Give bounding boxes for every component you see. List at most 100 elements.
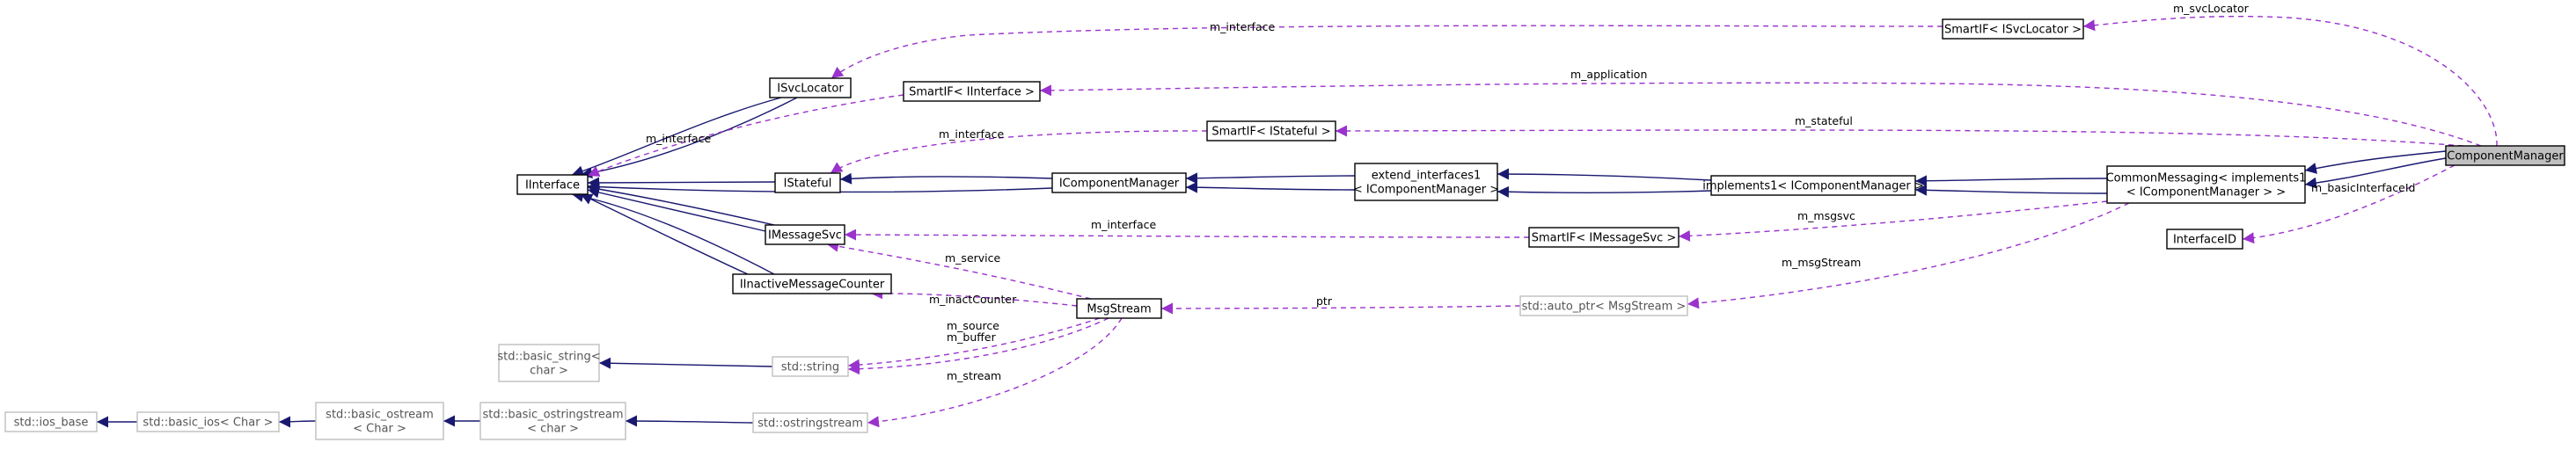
edge-label-interface-sl: m_interface [1210,20,1275,33]
class-node-implements1[interactable]: implements1< IComponentManager > [1702,175,1924,196]
class-name-basic-string-line-1: char > [530,365,568,378]
class-node-imessagesvc[interactable]: IMessageSvc [765,224,845,245]
class-name-basic-ostringstream-line-0: std::basic_ostringstream [483,409,624,422]
class-name-iinactivemessagecounter-line-0: IInactiveMessageCounter [740,279,885,292]
class-box-smartif-imessagesvc [1528,227,1680,248]
edge-label-service: m_service [945,251,1001,265]
use-smartif-istateful-istateful-edge [830,130,1208,174]
class-node-smartif-isvclocator[interactable]: SmartIF< ISvcLocator > [1942,18,2084,40]
class-node-smartif-iinterface[interactable]: SmartIF< IInterface > [903,81,1041,102]
class-node-std-string[interactable]: std::string [772,356,849,377]
class-name-extend-interfaces1-line-1: < IComponentManager > [1353,184,1499,197]
edge-label-interface-st: m_interface [939,127,1004,141]
class-node-commonmessaging[interactable]: CommonMessaging< implements1< IComponent… [2106,165,2307,204]
use-componentmanager-smartif-iinterface-edge [1039,82,2482,147]
class-box-basic-ostream [315,402,444,440]
class-node-componentmanager[interactable]: ComponentManager [2445,145,2565,166]
edge-label-svcLocator: m_svcLocator [2173,2,2250,15]
class-node-auto-ptr[interactable]: std::auto_ptr< MsgStream > [1519,295,1688,316]
inherit-std-string-basic-string-edge [598,357,773,369]
class-name-smartif-imessagesvc-line-0: SmartIF< IMessageSvc > [1532,232,1677,245]
class-node-ios-base[interactable]: std::ios_base [4,411,98,432]
class-node-interfaceid[interactable]: InterfaceID [2166,229,2243,250]
class-box-extend-interfaces1 [1354,163,1498,201]
class-box-ostringstream [752,412,868,433]
class-box-interfaceid [2166,229,2243,250]
use-msgstream-imessagesvc-edge [826,240,1092,300]
class-name-smartif-isvclocator-line-0: SmartIF< ISvcLocator > [1944,24,2082,37]
edge-label-interface-ii: m_interface [646,132,711,145]
class-node-smartif-istateful[interactable]: SmartIF< IStateful > [1206,120,1336,142]
class-box-iinactivemessagecounter [732,273,892,294]
class-name-imessagesvc-line-0: IMessageSvc [768,229,842,243]
class-node-basic-ostream[interactable]: std::basic_ostream< Char > [315,402,444,440]
inherit-extend-icomponentmanager-1-edge [1185,172,1356,185]
class-box-smartif-istateful [1206,120,1336,142]
inherit-implements1-extend-2-edge [1497,185,1712,198]
class-name-basic-ostream-line-1: < Char > [353,423,406,436]
class-name-implements1-line-0: implements1< IComponentManager > [1702,180,1924,193]
class-name-basic-ios-line-0: std::basic_ios< Char > [143,417,273,430]
class-box-basic-ostringstream [479,402,626,440]
class-name-std-string-line-0: std::string [781,361,839,374]
class-name-basic-string-line-0: std::basic_string< [497,351,600,364]
class-name-istateful-line-0: IStateful [784,178,832,191]
class-box-istateful [774,172,841,193]
use-msgstream-std-string-buffer-edge [847,317,1109,375]
edge-label-ptr: ptr [1316,294,1333,308]
class-box-auto-ptr [1519,295,1688,316]
class-box-isvclocator [769,77,852,98]
inherit-componentmanager-commonmessaging-1-edge [2304,150,2447,174]
class-box-std-string [772,356,849,377]
class-name-ostringstream-line-0: std::ostringstream [757,417,863,431]
class-name-commonmessaging-line-1: < IComponentManager > > [2126,186,2286,200]
inherit-commonmessaging-implements1-1-edge [1914,175,2108,187]
class-name-icomponentmanager-line-0: IComponentManager [1059,178,1180,191]
class-node-msgstream[interactable]: MsgStream [1076,298,1162,319]
class-node-isvclocator[interactable]: ISvcLocator [769,77,852,98]
class-node-istateful[interactable]: IStateful [774,172,841,193]
inherit-istateful-iinterface-edge [587,177,776,189]
class-node-extend-interfaces1[interactable]: extend_interfaces1< IComponentManager > [1353,163,1499,201]
class-node-basic-ostringstream[interactable]: std::basic_ostringstream< char > [479,402,626,440]
class-node-ostringstream[interactable]: std::ostringstream [752,412,868,433]
inherit-icomponentmanager-istateful-edge [839,172,1053,185]
class-node-basic-string[interactable]: std::basic_string<char > [497,344,601,382]
edge-label-msgsvc: m_msgsvc [1797,209,1855,222]
edge-label-source: m_source [947,319,999,332]
class-name-extend-interfaces1-line-0: extend_interfaces1 [1372,170,1482,183]
edge-label-inactCounter: m_inactCounter [929,293,1017,306]
class-name-msgstream-line-0: MsgStream [1087,303,1151,316]
class-node-basic-ios[interactable]: std::basic_ios< Char > [136,411,280,432]
class-name-isvclocator-line-0: ISvcLocator [777,83,844,96]
inherit-inactive-iinterface-1-edge [580,193,749,275]
edge-label-msgStream: m_msgStream [1782,256,1861,269]
class-box-msgstream [1076,298,1162,319]
class-node-iinactivemessagecounter[interactable]: IInactiveMessageCounter [732,273,892,294]
class-node-iinterface[interactable]: IInterface [516,174,589,195]
edge-label-stateful: m_stateful [1795,114,1853,127]
class-box-iinterface [516,174,589,195]
class-node-icomponentmanager[interactable]: IComponentManager [1051,172,1187,193]
class-name-componentmanager-line-0: ComponentManager [2447,150,2564,163]
class-box-ios-base [4,411,98,432]
class-box-imessagesvc [765,224,845,245]
use-componentmanager-interfaceid-edge [2242,164,2455,244]
edge-label-buffer: m_buffer [947,330,997,344]
class-node-smartif-imessagesvc[interactable]: SmartIF< IMessageSvc > [1528,227,1680,248]
use-commonmessaging-auto-ptr-edge [1687,202,2130,309]
class-box-icomponentmanager [1051,172,1187,193]
use-smartif-isvclocator-isvclocator-edge [831,25,1943,79]
inherit-imessagesvc-iinterface-2-edge [587,183,775,226]
inherit-imessagesvc-iinterface-1-edge [587,186,766,232]
class-box-smartif-isvclocator [1942,18,2084,40]
use-msgstream-std-string-source-edge [847,317,1101,371]
class-name-iinterface-line-0: IInterface [525,179,580,192]
use-commonmessaging-smartif-imessagesvc-edge [1678,200,2108,242]
inherit-ostringstream-basic-ostringstream-edge [625,415,754,427]
inherit-isvclocator-iinterface-2-edge [580,97,798,179]
use-smartif-imessagesvc-imessagesvc-edge [844,229,1530,241]
use-componentmanager-smartif-istateful-edge [1335,125,2464,147]
inherit-inactive-iinterface-2-edge [571,191,775,275]
